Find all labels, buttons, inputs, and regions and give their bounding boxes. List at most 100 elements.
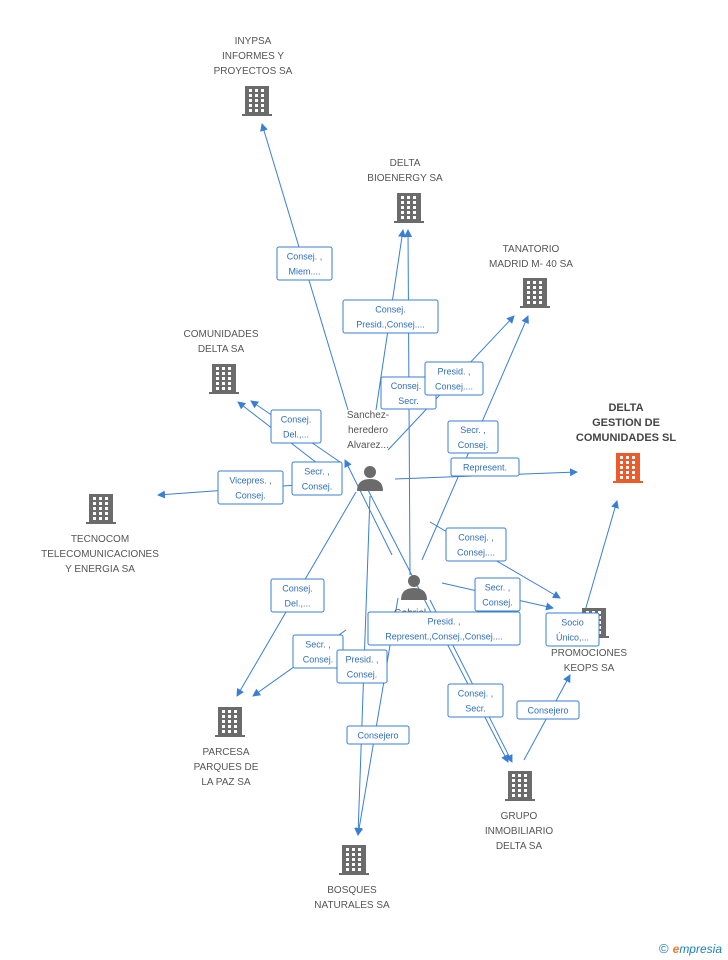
edge-label-text: Único,... [556, 633, 589, 643]
edge-label-text: Consej. , [287, 252, 323, 262]
company-node-bosques[interactable]: BOSQUES NATURALES SA [314, 845, 390, 911]
edge-label-text: Consej. [375, 305, 406, 315]
company-label: PROMOCIONES [551, 648, 627, 659]
edge-label-text: Consej. [281, 415, 312, 425]
company-label: PARCESA [202, 747, 249, 758]
edge-label-e6[interactable]: Secr. , Consej. [447, 420, 499, 454]
edge-label-text: Secr. [398, 396, 419, 406]
building-icon [242, 86, 272, 116]
building-icon [520, 278, 550, 308]
company-node-grupo-inmobiliario[interactable]: GRUPO INMOBILIARIO DELTA SA [485, 771, 554, 852]
edge-label-e19[interactable]: Consejero [516, 700, 580, 720]
company-label: Y ENERGIA SA [65, 564, 135, 575]
company-label: GESTION DE [592, 417, 660, 429]
edge-label-e18[interactable]: Consejero [346, 725, 410, 745]
edge-label-e4[interactable]: Presid. , Consej.... [424, 361, 484, 396]
edge-label-e12[interactable]: Consej. Del.,... [270, 578, 325, 613]
edge-label-text: Consej. , [458, 689, 494, 699]
building-icon [215, 707, 245, 737]
edge-label-text: Secr. [465, 704, 486, 714]
company-label: DELTA [390, 158, 421, 169]
edge-label-text: Presid. , [437, 367, 470, 377]
company-label: TELECOMUNICACIONES [41, 549, 159, 560]
edge-label-text: Secr. , [485, 583, 511, 593]
edge-label-text: Presid.,Consej.... [356, 320, 425, 330]
edge-label-text: Represent.,Consej.,Consej.... [385, 632, 503, 642]
company-label: COMUNIDADES SL [576, 432, 677, 444]
company-label: BOSQUES [327, 885, 377, 896]
edge-label-text: Vicepres. , [229, 476, 271, 486]
company-label: PROYECTOS SA [214, 66, 293, 77]
edge-label-text: Consej. [303, 655, 334, 665]
edge-label-text: Consej. [282, 584, 313, 594]
edge-label-e5[interactable]: Consej. Del.,... [270, 409, 322, 444]
edge-label-e10[interactable]: Consej. ,Consej.... [445, 527, 507, 562]
edge-label-text: Miem.... [288, 267, 320, 277]
person-label: Sanchez- [347, 410, 389, 421]
edge-label-text: Consejero [357, 731, 398, 741]
edge-label-e8[interactable]: Vicepres. , Consej. [217, 470, 284, 505]
company-label: KEOPS SA [564, 663, 615, 674]
edge-label-e9[interactable]: Secr. ,Consej. [291, 461, 343, 496]
company-label: DELTA SA [198, 344, 245, 355]
edge-label-text: Consej. [235, 491, 266, 501]
company-label: DELTA [608, 402, 643, 414]
edge-label-e7[interactable]: Represent. [450, 457, 520, 477]
edge-label-text: Secr. , [305, 640, 331, 650]
person-icon [357, 466, 383, 491]
building-icon [394, 193, 424, 223]
company-label: INFORMES Y [222, 51, 284, 62]
company-label: BIOENERGY SA [367, 173, 443, 184]
person-icon [401, 575, 427, 600]
edge-label-text: Consejero [527, 706, 568, 716]
company-node-delta-bioenergy[interactable]: DELTA BIOENERGY SA [367, 158, 443, 223]
edge-label-e16[interactable]: Presid. , Consej. [336, 649, 388, 684]
building-icon [86, 494, 116, 524]
edge-label-text: Secr. , [460, 425, 486, 435]
edge-label-text: Del.,... [283, 430, 309, 440]
edge-label-text: Consej.... [435, 382, 473, 392]
edge-label-text: Consej. , [391, 381, 427, 391]
company-node-tecnocom[interactable]: TECNOCOM TELECOMUNICACIONES Y ENERGIA SA [41, 494, 159, 575]
edge-line [344, 459, 393, 556]
edge-label-text: Consej.... [457, 548, 495, 558]
company-label: NATURALES SA [314, 900, 390, 911]
company-label: LA PAZ SA [201, 777, 251, 788]
company-label: TANATORIO [503, 244, 560, 255]
company-label: PARQUES DE [194, 762, 259, 773]
building-icon [209, 364, 239, 394]
edge-label-text: Socio [561, 618, 584, 628]
company-label: GRUPO [501, 811, 538, 822]
copyright-icon: © [659, 941, 669, 956]
edge-label-text: Consej. [482, 598, 513, 608]
edge-label-text: Presid. , [427, 617, 460, 627]
edge-label-e13[interactable]: Presid. , Represent.,Consej.,Consej.... [367, 611, 521, 646]
edge-label-text: Del.,... [284, 599, 310, 609]
company-node-delta-gestion[interactable]: DELTA GESTION DE COMUNIDADES SL [576, 402, 677, 483]
brand-name: mpresia [679, 942, 722, 956]
edge-labels-layer: Consej. , Miem.... Consej. Presid.,Consej..… [217, 246, 600, 745]
edge-label-text: Consej. [458, 440, 489, 450]
edge-label-e11[interactable]: Secr. , Consej. [474, 577, 521, 612]
edge-label-text: Presid. , [345, 655, 378, 665]
brand-watermark: ©empresia [659, 941, 722, 956]
building-icon [339, 845, 369, 875]
edge-label-text: Consej. [302, 482, 333, 492]
edge-label-e15[interactable]: Secr. , Consej. [292, 634, 344, 669]
company-node-parcesa[interactable]: PARCESA PARQUES DE LA PAZ SA [194, 707, 259, 788]
person-label: heredero [348, 425, 388, 436]
edge-label-e14[interactable]: SocioÚnico,... [545, 612, 600, 647]
company-label: INMOBILIARIO [485, 826, 554, 837]
edge-label-e1[interactable]: Consej. , Miem.... [276, 246, 333, 281]
company-label: DELTA SA [496, 841, 543, 852]
edge-label-text: Consej. [347, 670, 378, 680]
company-label: TECNOCOM [71, 534, 129, 545]
person-node-sanchez[interactable]: Sanchez-herederoAlvarez... [347, 410, 389, 491]
edge-label-e17[interactable]: Consej. , Secr. [447, 683, 504, 718]
edge-label-e2[interactable]: Consej. Presid.,Consej.... [342, 299, 439, 334]
